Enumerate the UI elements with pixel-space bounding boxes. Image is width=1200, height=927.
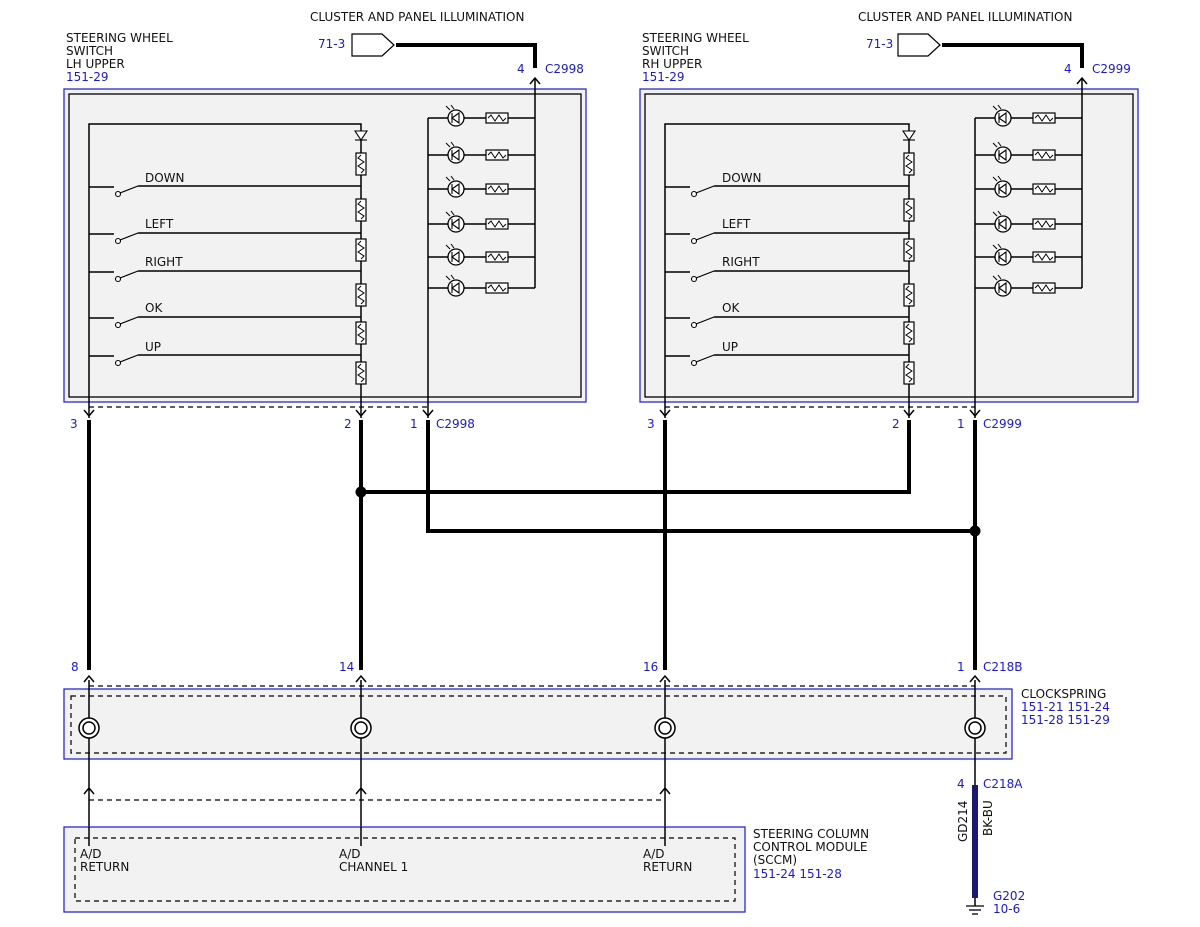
right-pin-1: 1 bbox=[957, 417, 965, 431]
left-switch-title-1: STEERING WHEEL bbox=[66, 31, 173, 45]
right-illum-ref: 71-3 bbox=[866, 37, 893, 51]
sccm-input-2-line-2: CHANNEL 1 bbox=[339, 860, 408, 874]
sccm-input-3-line-2: RETURN bbox=[643, 860, 692, 874]
splice-node-right bbox=[969, 525, 981, 537]
left-switch-down: DOWN bbox=[89, 171, 361, 198]
left-illum-wire bbox=[396, 43, 537, 68]
left-switch-left: LEFT bbox=[89, 217, 361, 245]
harness-wires bbox=[87, 420, 981, 670]
right-illum-arrow bbox=[897, 33, 941, 57]
right-switch-inner-box bbox=[644, 93, 1134, 398]
clockspring-inner-box bbox=[70, 695, 1007, 754]
left-switch-outer-box bbox=[63, 88, 587, 403]
left-switch-ref: 151-29 bbox=[66, 70, 109, 84]
clockspring-lower-pin: 4 bbox=[957, 777, 965, 791]
right-top-pin: 4 bbox=[1064, 62, 1072, 76]
ground-circuit: GD214 BK-BU G202 10-6 bbox=[956, 785, 1025, 916]
clockspring-pin-1: 1 bbox=[957, 660, 965, 674]
sccm-inner-box bbox=[74, 837, 736, 902]
right-switch-module: STEERING WHEEL SWITCH RH UPPER 151-29 CL… bbox=[639, 10, 1139, 431]
right-switch-down-label: DOWN bbox=[722, 171, 762, 185]
ground-circuit-label: GD214 bbox=[956, 801, 970, 842]
right-switch-right-label: RIGHT bbox=[722, 255, 760, 269]
right-switch-outer-box bbox=[639, 88, 1139, 403]
sccm-module: A/D RETURN A/D CHANNEL 1 A/D RETURN STEE… bbox=[63, 787, 869, 913]
sccm-input-3-line-1: A/D bbox=[643, 847, 665, 861]
sccm-title-3: (SCCM) bbox=[753, 853, 797, 867]
right-bottom-connector: C2999 bbox=[983, 417, 1022, 431]
right-illum-title: CLUSTER AND PANEL ILLUMINATION bbox=[858, 10, 1072, 24]
right-switch-right: RIGHT bbox=[665, 255, 909, 283]
left-pin-3: 3 bbox=[70, 417, 78, 431]
ground-ref: 10-6 bbox=[993, 902, 1020, 916]
left-pin-2: 2 bbox=[344, 417, 352, 431]
clockspring-connector: C218B bbox=[983, 660, 1023, 674]
right-switch-up: UP bbox=[665, 340, 909, 367]
left-illum-ref: 71-3 bbox=[318, 37, 345, 51]
clockspring-outer-box bbox=[63, 688, 1013, 760]
clockspring-module: 8 14 16 1 C218B CLOCKSPRING 151-21 151-2… bbox=[63, 660, 1110, 791]
clockspring-pin-16: 16 bbox=[643, 660, 658, 674]
sccm-title-2: CONTROL MODULE bbox=[753, 840, 868, 854]
right-switch-ref: 151-29 bbox=[642, 70, 685, 84]
sccm-input-1-line-1: A/D bbox=[80, 847, 102, 861]
sccm-title-1: STEERING COLUMN bbox=[753, 827, 869, 841]
left-led-array bbox=[427, 78, 536, 418]
left-switch-right-label: RIGHT bbox=[145, 255, 183, 269]
left-pin-1: 1 bbox=[410, 417, 418, 431]
right-led-array bbox=[974, 78, 1083, 418]
right-pin-3: 3 bbox=[647, 417, 655, 431]
left-switch-ok-label: OK bbox=[145, 301, 163, 315]
clockspring-pin-8: 8 bbox=[71, 660, 79, 674]
right-switch-left: LEFT bbox=[665, 217, 909, 245]
right-switch-left-label: LEFT bbox=[722, 217, 751, 231]
sccm-input-1-line-2: RETURN bbox=[80, 860, 129, 874]
left-switch-left-label: LEFT bbox=[145, 217, 174, 231]
right-switch-ok: OK bbox=[665, 301, 909, 329]
left-switch-right: RIGHT bbox=[89, 255, 361, 283]
clockspring-ref-1: 151-21 151-24 bbox=[1021, 700, 1110, 714]
left-switch-inner-box bbox=[68, 93, 582, 398]
left-illum-arrow bbox=[351, 33, 395, 57]
left-switch-up-label: UP bbox=[145, 340, 161, 354]
right-switch-title-1: STEERING WHEEL bbox=[642, 31, 749, 45]
right-top-connector: C2999 bbox=[1092, 62, 1131, 76]
right-switch-down: DOWN bbox=[665, 171, 909, 198]
left-top-pin: 4 bbox=[517, 62, 525, 76]
right-illum-wire bbox=[942, 43, 1084, 68]
left-switch-module: STEERING WHEEL SWITCH LH UPPER 151-29 CL… bbox=[63, 10, 587, 431]
right-switch-ok-label: OK bbox=[722, 301, 740, 315]
left-switch-up: UP bbox=[89, 340, 361, 367]
splice-node-left bbox=[355, 486, 367, 498]
clockspring-title: CLOCKSPRING bbox=[1021, 687, 1106, 701]
right-switch-up-label: UP bbox=[722, 340, 738, 354]
left-switch-ok: OK bbox=[89, 301, 361, 329]
left-illum-title: CLUSTER AND PANEL ILLUMINATION bbox=[310, 10, 524, 24]
right-switch-title-2: SWITCH bbox=[642, 44, 689, 58]
clockspring-pin-14: 14 bbox=[339, 660, 354, 674]
right-switch-title-3: RH UPPER bbox=[642, 57, 702, 71]
right-pin-2: 2 bbox=[892, 417, 900, 431]
left-switch-title-2: SWITCH bbox=[66, 44, 113, 58]
left-top-connector: C2998 bbox=[545, 62, 584, 76]
sccm-input-2-line-1: A/D bbox=[339, 847, 361, 861]
left-switch-down-label: DOWN bbox=[145, 171, 185, 185]
sccm-outer-box bbox=[63, 826, 746, 913]
clockspring-lower-connector: C218A bbox=[983, 777, 1023, 791]
ground-color-label: BK-BU bbox=[981, 800, 995, 836]
sccm-refs: 151-24 151-28 bbox=[753, 867, 842, 881]
ground-name: G202 bbox=[993, 889, 1025, 903]
clockspring-ref-2: 151-28 151-29 bbox=[1021, 713, 1110, 727]
left-switch-title-3: LH UPPER bbox=[66, 57, 125, 71]
left-bottom-connector: C2998 bbox=[436, 417, 475, 431]
